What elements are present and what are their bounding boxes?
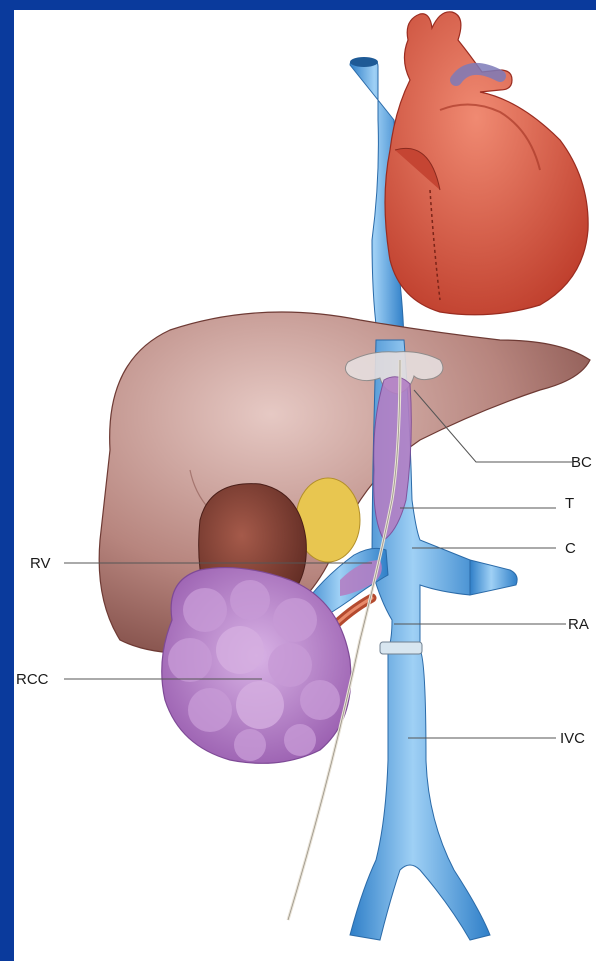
label-rcc: RCC xyxy=(16,671,49,688)
label-rv: RV xyxy=(30,555,51,572)
anatomy-diagram: BC T C RA IVC RV RCC xyxy=(14,10,596,961)
label-t: T xyxy=(565,495,574,512)
label-bc: BC xyxy=(571,454,592,471)
label-ra: RA xyxy=(568,616,589,633)
illustration-panel: BC T C RA IVC RV RCC xyxy=(14,10,596,961)
label-ivc: IVC xyxy=(560,730,585,747)
label-c: C xyxy=(565,540,576,557)
heart xyxy=(385,12,588,315)
